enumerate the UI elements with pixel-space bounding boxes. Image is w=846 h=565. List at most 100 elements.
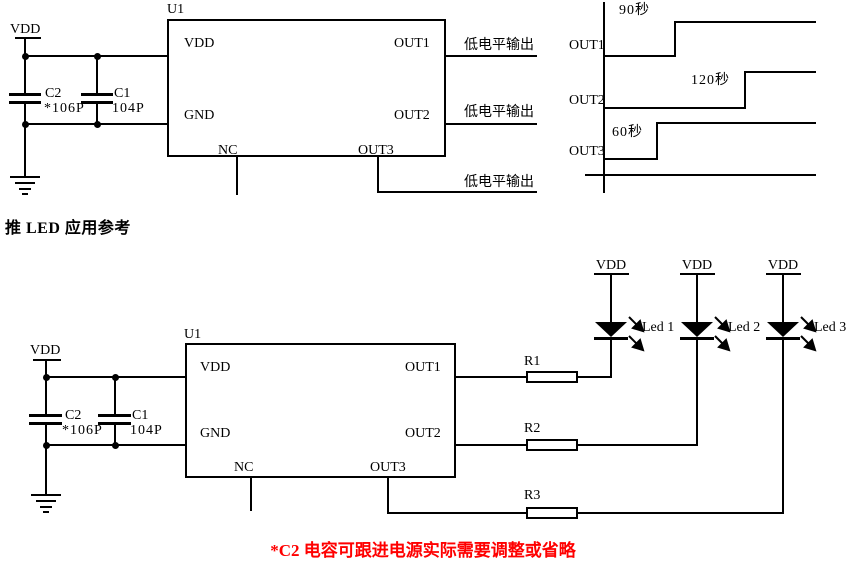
- pin-gnd: GND: [200, 426, 231, 441]
- c2-value: *106P: [62, 423, 103, 438]
- led3-vdd-label: VDD: [767, 258, 799, 273]
- time-axis: [603, 2, 605, 193]
- ground-icon: [31, 494, 61, 496]
- led1-vdd-label: VDD: [595, 258, 627, 273]
- out2-high-segment: [744, 71, 816, 73]
- resistor-r2: [526, 439, 578, 451]
- out3-wire-vertical: [377, 157, 379, 193]
- pin-out1: OUT1: [405, 360, 441, 375]
- ic-body: [185, 343, 456, 478]
- out2-rising-edge: [744, 71, 746, 109]
- c1-capacitor-plate: [81, 93, 113, 96]
- led3-cathode-wire: [782, 340, 784, 513]
- c2-capacitor-plate: [29, 414, 62, 417]
- c1-lead-bottom: [96, 104, 98, 123]
- vdd-stem-wire: [24, 39, 26, 55]
- led-diode-icon: [595, 322, 627, 337]
- wave-out1-label: OUT1: [569, 38, 605, 53]
- c1-ref: C1: [114, 86, 131, 101]
- vdd-rail-bar: [680, 273, 715, 275]
- wave-out2-label: OUT2: [569, 93, 605, 108]
- r1-to-led1-wire: [578, 376, 612, 378]
- led-emission-arrows-icon: [628, 316, 645, 352]
- led-diode-icon: [767, 322, 799, 337]
- baseline: [585, 174, 816, 176]
- out1-wire: [456, 376, 526, 378]
- vdd-rail-bar: [15, 37, 41, 39]
- out2-note: 低电平输出: [464, 105, 534, 120]
- r3-label: R3: [524, 488, 541, 503]
- out2-wire: [456, 444, 526, 446]
- pin-out1: OUT1: [394, 36, 430, 51]
- resistor-r1: [526, 371, 578, 383]
- c1-value: 104P: [130, 423, 163, 438]
- led-cathode-bar: [766, 337, 800, 340]
- pin-nc: NC: [234, 460, 254, 475]
- led-cathode-bar: [680, 337, 714, 340]
- c2-capacitor-plate: [29, 422, 62, 425]
- nc-wire: [250, 478, 252, 511]
- led1-cathode-wire: [610, 340, 612, 378]
- junction-dot: [94, 53, 101, 60]
- out3-wire-vertical: [387, 478, 389, 514]
- out3-high-segment: [656, 122, 816, 124]
- out1-low-segment: [604, 55, 676, 57]
- supply-vdd-label: VDD: [10, 22, 41, 37]
- junction-dot: [43, 442, 50, 449]
- footnote: *C2 电容可跟进电源实际需要调整或省略: [270, 541, 576, 560]
- r1-label: R1: [524, 354, 541, 369]
- pin-nc: NC: [218, 143, 238, 158]
- out2-wire: [446, 123, 537, 125]
- c2-ref: C2: [45, 86, 62, 101]
- ic-ref: U1: [184, 327, 202, 342]
- ground-icon: [19, 188, 31, 190]
- out1-note: 低电平输出: [464, 38, 534, 53]
- out3-low-segment: [604, 158, 658, 160]
- led1-anode-wire: [610, 275, 612, 322]
- led2-vdd-label: VDD: [681, 258, 713, 273]
- junction-dot: [22, 53, 29, 60]
- pin-vdd: VDD: [200, 360, 231, 375]
- vdd-stem-wire: [45, 361, 47, 376]
- nc-wire: [236, 157, 238, 195]
- ground-icon: [15, 182, 35, 184]
- vdd-rail-bar: [33, 359, 61, 361]
- pin-gnd: GND: [184, 108, 215, 123]
- ground-icon: [43, 511, 49, 513]
- out3-wire: [377, 191, 537, 193]
- ground-icon: [40, 506, 52, 508]
- led3: VDD Led 3: [766, 258, 846, 516]
- pin-vdd: VDD: [184, 36, 215, 51]
- out3-rising-edge: [656, 122, 658, 160]
- led3-label: Led 3: [814, 320, 846, 335]
- pin-out3: OUT3: [370, 460, 406, 475]
- led-emission-arrows-icon: [800, 316, 817, 352]
- c2-lead-bottom: [45, 425, 47, 444]
- vdd-rail-bar: [766, 273, 801, 275]
- section-title: 推 LED 应用参考: [5, 220, 131, 237]
- led2: VDD Led 2: [680, 258, 780, 448]
- c2-lead-top: [45, 378, 47, 414]
- ic-body: [167, 19, 446, 157]
- junction-dot: [22, 121, 29, 128]
- led-emission-arrows-icon: [714, 316, 731, 352]
- pin-out3: OUT3: [358, 143, 394, 158]
- c1-lead-bottom: [114, 425, 116, 444]
- c1-lead-top: [114, 378, 116, 414]
- supply-vdd-label: VDD: [30, 343, 61, 358]
- c2-lead-bottom: [24, 104, 26, 123]
- resistor-r3: [526, 507, 578, 519]
- ic-ref: U1: [167, 2, 185, 17]
- led2-cathode-wire: [696, 340, 698, 445]
- c2-capacitor-plate: [9, 93, 41, 96]
- pin-out2: OUT2: [394, 108, 430, 123]
- out3-time: 60秒: [612, 125, 643, 140]
- junction-dot: [43, 374, 50, 381]
- led-diode-icon: [681, 322, 713, 337]
- led-cathode-bar: [594, 337, 628, 340]
- junction-dot: [94, 121, 101, 128]
- r3-to-led3-wire: [578, 512, 784, 514]
- ground-stem: [45, 446, 47, 494]
- led1-label: Led 1: [642, 320, 675, 335]
